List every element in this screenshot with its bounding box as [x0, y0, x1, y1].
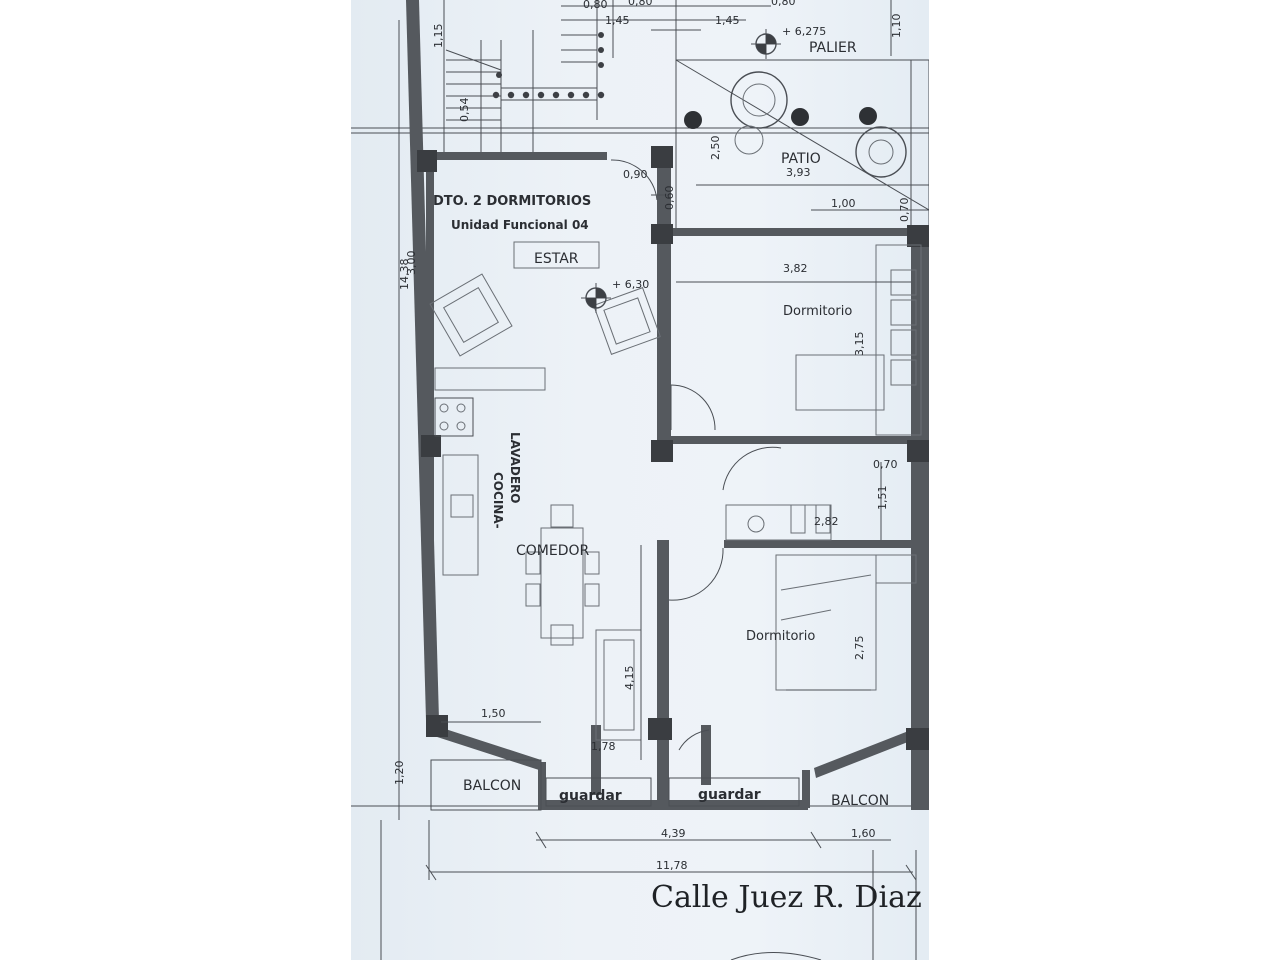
room-label-comedor: COMEDOR	[516, 543, 590, 559]
storage-right	[668, 777, 800, 807]
dining-table	[525, 504, 600, 646]
armchair-icon	[429, 273, 661, 357]
bed-2	[775, 554, 917, 691]
bathroom	[725, 462, 882, 541]
dim-382: 3,82	[783, 262, 808, 275]
dim-145-b: 1,45	[715, 14, 740, 27]
level-palier: + 6,275	[782, 25, 826, 38]
room-label-lavadero: LAVADERO	[508, 432, 522, 503]
dim-080-b: 0,80	[771, 0, 796, 8]
dim-151: 1,51	[876, 486, 889, 511]
room-label-cocina: COCINA-	[491, 472, 505, 529]
storage-left	[545, 777, 652, 807]
dim-1438: 14,38	[398, 259, 411, 291]
dim-250: 2,50	[709, 136, 722, 161]
dim-080-a: 0,80	[583, 0, 608, 11]
dim-110: 1,10	[890, 14, 903, 39]
dim-393: 3,93	[786, 166, 811, 179]
dim-115: 1,15	[432, 24, 445, 49]
room-label-estar: ESTAR	[534, 251, 579, 267]
dim-160: 1,60	[851, 827, 876, 840]
wall-columns	[417, 146, 929, 750]
dim-120: 1,20	[393, 761, 406, 786]
patio-area	[675, 59, 929, 231]
dim-054: 0,54	[458, 98, 471, 123]
room-label-dormitorio-1: Dormitorio	[783, 304, 852, 319]
plant-icon	[684, 71, 907, 178]
kitchen-counter	[434, 367, 546, 576]
floor-plan-drawing: 0,80 0,80 0,80 1,45 1,45 1,15 1,10 0,54 …	[351, 0, 929, 960]
room-label-balcon-right: BALCON	[831, 793, 889, 809]
level-marker-palier-icon	[751, 29, 781, 59]
dim-300: 3,00	[405, 251, 418, 276]
bed-1	[795, 244, 922, 436]
top-dimension-lines	[561, 0, 771, 60]
dim-090: 0,90	[623, 168, 648, 181]
room-label-guardar-right: guardar	[698, 787, 761, 803]
room-label-palier: PALIER	[809, 40, 857, 56]
dim-282: 2,82	[814, 515, 839, 528]
room-label-dormitorio-2: Dormitorio	[746, 629, 815, 644]
level-estar: + 6,30	[612, 278, 649, 291]
unit-title: DTO. 2 DORMITORIOS	[433, 194, 591, 209]
dim-100: 1,00	[831, 197, 856, 210]
street-label: Calle Juez R. Diaz	[651, 880, 922, 915]
dim-145-a: 1,45	[605, 14, 630, 27]
dim-275: 2,75	[853, 636, 866, 661]
bottom-dimension-lines	[425, 831, 917, 881]
arc-mark	[730, 952, 822, 960]
door-swing	[610, 159, 782, 751]
dim-060: 0,60	[663, 186, 676, 211]
dim-070-a: 0,70	[898, 198, 911, 223]
tv-unit	[513, 241, 600, 269]
balcony-left-area	[430, 759, 542, 811]
room-label-balcon-left: BALCON	[463, 778, 521, 794]
level-marker-estar-icon	[581, 283, 611, 313]
reference-lines	[351, 0, 929, 960]
stair	[443, 0, 605, 155]
room-label-guardar-left: guardar	[559, 788, 622, 804]
room-label-patio: PATIO	[781, 151, 821, 167]
unit-subtitle: Unidad Funcional 04	[451, 218, 589, 232]
floor-plan-sheet: 0,80 0,80 0,80 1,45 1,45 1,15 1,10 0,54 …	[351, 0, 929, 960]
dim-080-top: 0,80	[628, 0, 653, 8]
dim-415: 4,15	[623, 666, 636, 691]
dim-1178: 11,78	[656, 859, 688, 872]
dim-178: 1,78	[591, 740, 616, 753]
dim-150: 1,50	[481, 707, 506, 720]
dim-070-b: 0,70	[873, 458, 898, 471]
dim-315: 3,15	[853, 332, 866, 357]
walls	[406, 0, 929, 810]
dim-439: 4,39	[661, 827, 686, 840]
